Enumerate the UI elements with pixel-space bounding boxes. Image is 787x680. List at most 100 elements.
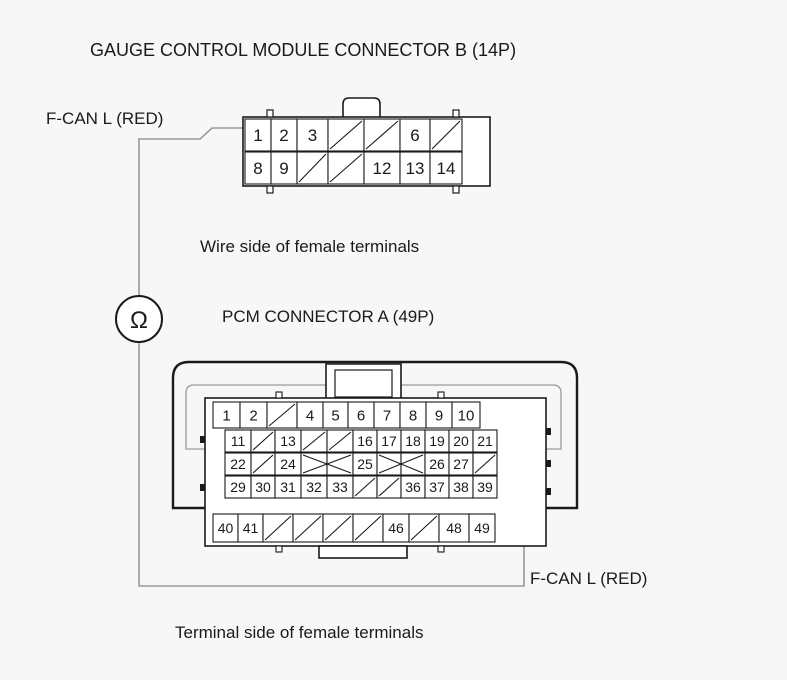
connector-a-caption: Terminal side of female terminals — [175, 623, 423, 642]
terminal-number: 3 — [308, 126, 317, 145]
terminal-number: 46 — [388, 520, 404, 536]
empty-terminal-cell — [296, 151, 329, 185]
unused-terminal-mark — [268, 403, 296, 427]
empty-terminal-cell — [408, 513, 440, 543]
connector-a-pin — [437, 545, 445, 553]
terminal-cell: 2 — [239, 401, 268, 429]
terminal-cell: 1 — [212, 401, 241, 429]
empty-terminal-cell — [250, 452, 276, 476]
terminal-number: 49 — [474, 520, 490, 536]
terminal-number: 14 — [437, 159, 456, 178]
terminal-number: 12 — [373, 159, 392, 178]
terminal-cell: 37 — [424, 475, 450, 499]
connector-a-shroud — [171, 360, 579, 510]
terminal-cell: 20 — [448, 429, 474, 453]
connector-a-key-inner — [334, 369, 393, 398]
connector-b-pin — [452, 185, 460, 194]
terminal-cell: 18 — [400, 429, 426, 453]
unused-terminal-mark — [264, 515, 292, 541]
terminal-number: 13 — [280, 433, 296, 449]
wire-label-top: F-CAN L (RED) — [46, 109, 163, 128]
terminal-number: 25 — [357, 456, 373, 472]
terminal-number: 7 — [383, 407, 391, 424]
empty-terminal-cell — [300, 452, 328, 476]
unused-terminal-mark — [328, 431, 352, 451]
terminal-number: 6 — [410, 126, 419, 145]
terminal-number: 16 — [357, 433, 373, 449]
terminal-cell: 25 — [352, 452, 378, 476]
empty-terminal-cell — [327, 151, 365, 185]
terminal-number: 30 — [255, 479, 271, 495]
terminal-number: 4 — [306, 407, 314, 424]
connector-a-title: PCM CONNECTOR A (49P) — [222, 307, 434, 326]
terminal-cell: 3 — [296, 118, 329, 152]
unused-terminal-mark — [378, 477, 400, 497]
ohmmeter-icon — [115, 295, 163, 343]
unused-terminal-mark — [365, 120, 399, 150]
connector-a-side-pin — [546, 428, 551, 435]
empty-terminal-cell — [429, 118, 463, 152]
terminal-cell: 7 — [373, 401, 401, 429]
connector-a-key — [325, 363, 402, 399]
connector-a-pin — [437, 391, 445, 399]
wire-f-can-l-lower — [138, 342, 525, 587]
terminal-number: 10 — [458, 407, 475, 424]
terminal-cell: 2 — [270, 118, 298, 152]
terminal-cell: 30 — [250, 475, 276, 499]
connector-b-latch — [342, 97, 381, 117]
ohmmeter-symbol: Ω — [130, 307, 148, 334]
empty-terminal-cell — [400, 452, 426, 476]
empty-terminal-cell — [322, 513, 354, 543]
unused-terminal-mark — [410, 515, 438, 541]
unused-terminal-mark — [324, 515, 352, 541]
terminal-cell: 19 — [424, 429, 450, 453]
terminal-cell: 29 — [224, 475, 252, 499]
terminal-number: 37 — [429, 479, 445, 495]
wire-label-bottom: F-CAN L (RED) — [530, 569, 647, 588]
terminal-cell: 1 — [244, 118, 272, 152]
empty-terminal-cell — [352, 513, 384, 543]
terminal-cell: 16 — [352, 429, 378, 453]
terminal-number: 26 — [429, 456, 445, 472]
unused-terminal-mark — [302, 431, 326, 451]
terminal-cell: 22 — [224, 452, 252, 476]
terminal-cell: 5 — [322, 401, 349, 429]
unused-terminal-mark — [329, 153, 363, 183]
terminal-cell: 38 — [448, 475, 474, 499]
terminal-number: 22 — [230, 456, 246, 472]
unused-terminal-mark — [252, 454, 274, 474]
terminal-cell: 40 — [212, 513, 239, 543]
terminal-cell: 27 — [448, 452, 474, 476]
terminal-number: 33 — [332, 479, 348, 495]
unused-terminal-mark — [474, 454, 496, 474]
unused-terminal-mark — [298, 153, 327, 183]
terminal-cell: 10 — [451, 401, 481, 429]
empty-terminal-cell — [376, 452, 402, 476]
connector-a-side-pin — [200, 484, 205, 491]
terminal-cell: 9 — [270, 151, 298, 185]
terminal-cell: 48 — [438, 513, 470, 543]
terminal-cell: 13 — [399, 151, 431, 185]
terminal-cell: 13 — [274, 429, 302, 453]
terminal-number: 39 — [477, 479, 493, 495]
terminal-number: 2 — [279, 126, 288, 145]
connector-b-title: GAUGE CONTROL MODULE CONNECTOR B (14P) — [90, 40, 516, 60]
connector-a-pin — [275, 545, 283, 553]
terminal-number: 27 — [453, 456, 469, 472]
terminal-number: 5 — [331, 407, 339, 424]
terminal-number: 13 — [406, 159, 425, 178]
terminal-number: 20 — [453, 433, 469, 449]
connector-a-side-pin — [546, 488, 551, 495]
empty-terminal-cell — [262, 513, 294, 543]
terminal-number: 2 — [249, 407, 257, 424]
empty-terminal-cell — [300, 429, 328, 453]
terminal-cell: 6 — [399, 118, 431, 152]
connector-a-pin — [275, 391, 283, 399]
terminal-cell: 11 — [224, 429, 252, 453]
terminal-cell: 17 — [376, 429, 402, 453]
terminal-cell: 21 — [472, 429, 498, 453]
terminal-cell: 36 — [400, 475, 426, 499]
empty-terminal-cell — [472, 452, 498, 476]
